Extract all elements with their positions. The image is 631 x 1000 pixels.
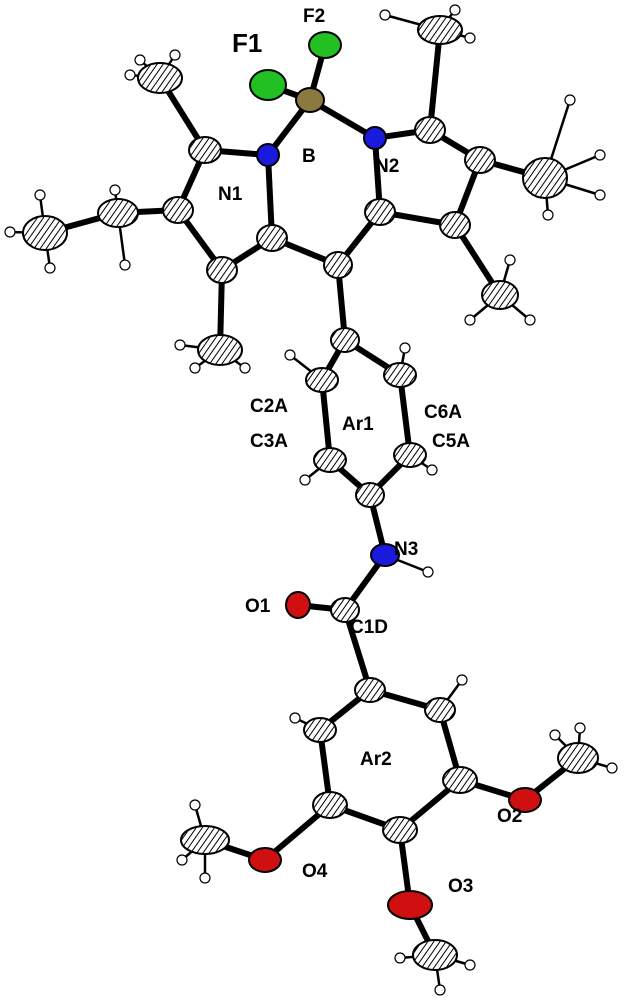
label-c1d: C1D [350, 617, 388, 638]
atom-n1 [256, 143, 280, 167]
atom-o4 [248, 847, 282, 873]
atom-n3 [370, 543, 400, 567]
label-c5a: C5A [432, 431, 470, 452]
atom-n2 [363, 126, 387, 150]
label-o1: O1 [245, 596, 271, 617]
hydrogen-atoms [4, 4, 618, 996]
label-ar2: Ar2 [360, 749, 392, 770]
label-o4: O4 [302, 861, 328, 882]
label-c3a: C3A [250, 431, 288, 452]
label-o3: O3 [448, 876, 473, 897]
label-o2: O2 [497, 806, 522, 827]
label-f2: F2 [303, 6, 325, 27]
label-c6a: C6A [424, 402, 462, 423]
label-f1: F1 [232, 28, 262, 58]
label-n2: N2 [375, 156, 399, 177]
label-n3: N3 [394, 539, 418, 560]
atom-f2 [308, 31, 342, 59]
atom-o2 [508, 787, 542, 813]
atom-labels: F1 F2 B N1 N2 C2A Ar1 C6A C3A C5A N3 O1 … [218, 6, 522, 897]
label-n1: N1 [218, 184, 243, 205]
atom-boron [295, 87, 325, 113]
heteroatoms [248, 31, 542, 920]
atom-f1 [249, 69, 287, 101]
atom-o1 [285, 591, 311, 619]
label-ar1: Ar1 [342, 414, 374, 435]
label-c2a: C2A [250, 396, 288, 417]
label-b: B [302, 146, 316, 167]
atom-o3 [387, 890, 433, 920]
carbon-atoms [22, 15, 599, 971]
